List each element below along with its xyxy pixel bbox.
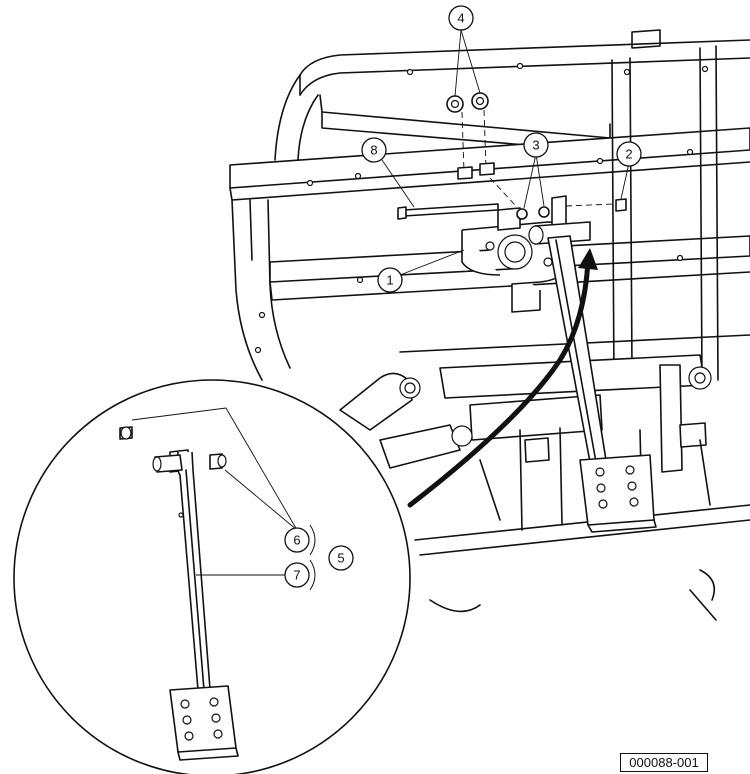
figure-id-label: 000088-001 (620, 753, 708, 772)
callout-6: 6 (284, 527, 310, 553)
svg-text:5: 5 (337, 551, 344, 566)
svg-text:7: 7 (293, 568, 300, 583)
svg-text:6: 6 (293, 533, 300, 548)
callout-3: 3 (523, 132, 549, 158)
detail-arrow (407, 248, 598, 508)
callout-2: 2 (616, 141, 642, 167)
callout-1: 1 (377, 267, 403, 293)
svg-text:2: 2 (625, 147, 632, 162)
svg-text:8: 8 (370, 143, 377, 158)
detail-view (13, 379, 411, 774)
callout-5: 5 (328, 545, 354, 571)
callout-4: 4 (448, 5, 474, 31)
suspension-linkage (339, 354, 712, 531)
leader-lines (131, 29, 630, 576)
callout-7: 7 (284, 562, 310, 588)
svg-text:4: 4 (457, 11, 464, 26)
svg-text:1: 1 (386, 273, 393, 288)
svg-text:3: 3 (532, 138, 539, 153)
brake-pedal-installed (397, 92, 657, 533)
callout-8: 8 (361, 137, 387, 163)
